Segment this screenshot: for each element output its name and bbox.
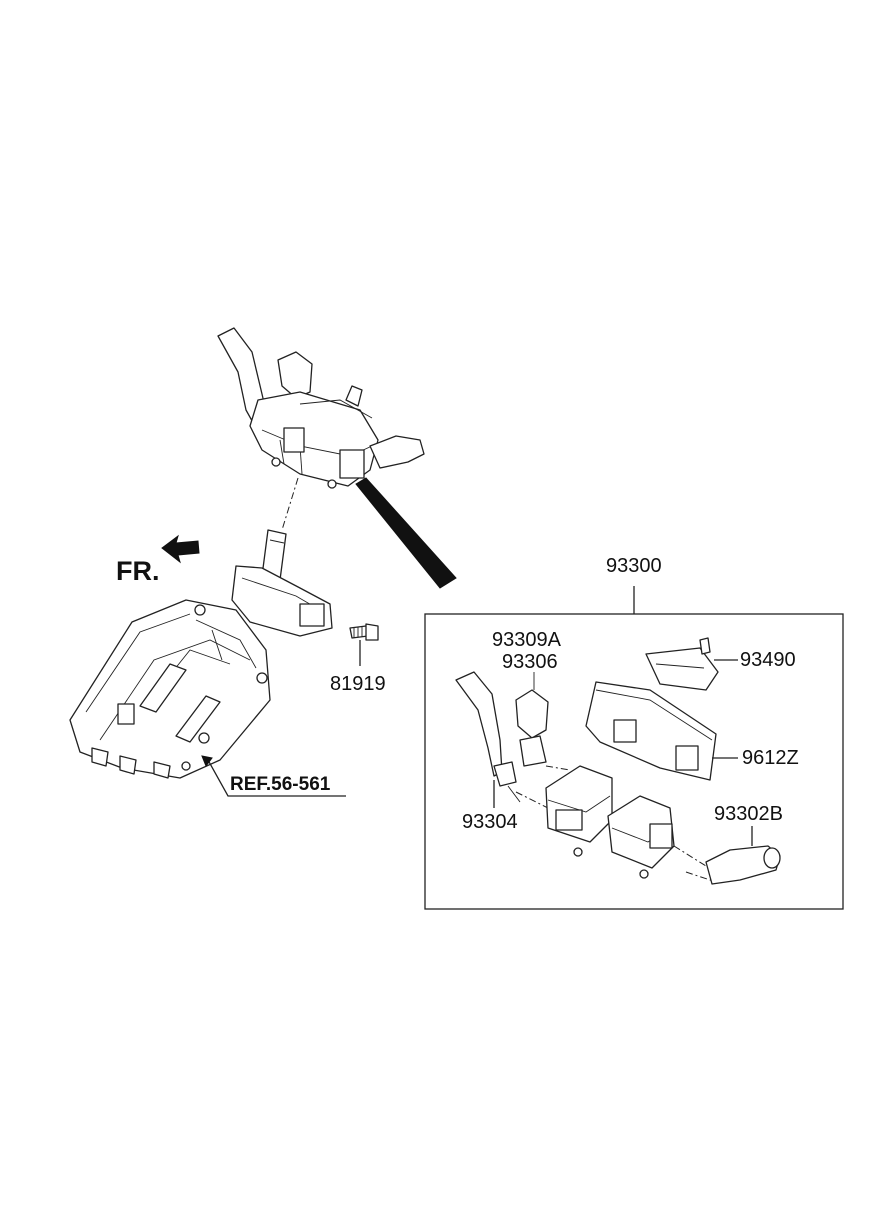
part-number-93300: 93300 xyxy=(606,555,662,577)
part-number-93304: 93304 xyxy=(462,811,518,833)
reference-label: REF.56-561 xyxy=(230,774,331,795)
bolt-81919: 81919 xyxy=(330,623,386,695)
exploded-view-frame xyxy=(424,613,844,910)
part-number-93309a: 93309A xyxy=(492,629,562,651)
part-number-9612z: 9612Z xyxy=(742,747,799,769)
exploded-parts xyxy=(455,637,781,885)
part-number-81919: 81919 xyxy=(330,673,386,695)
wiper-knob xyxy=(515,689,549,739)
combination-switch-assembly xyxy=(217,327,457,589)
front-direction-indicator: FR. xyxy=(116,534,200,586)
assembly-93300-callout: 93300 xyxy=(424,555,844,910)
reference-callout: REF.56-561 xyxy=(201,755,346,797)
left-lever xyxy=(455,671,503,777)
reference-arrow-icon xyxy=(201,755,213,768)
part-number-93302b: 93302B xyxy=(714,803,783,825)
clock-spring xyxy=(645,647,719,691)
front-label: FR. xyxy=(116,556,160,586)
alignment-line xyxy=(281,477,299,531)
steering-column xyxy=(69,529,333,779)
part-number-93490: 93490 xyxy=(740,649,796,671)
front-arrow-icon xyxy=(161,534,200,564)
part-number-93306: 93306 xyxy=(502,651,558,673)
